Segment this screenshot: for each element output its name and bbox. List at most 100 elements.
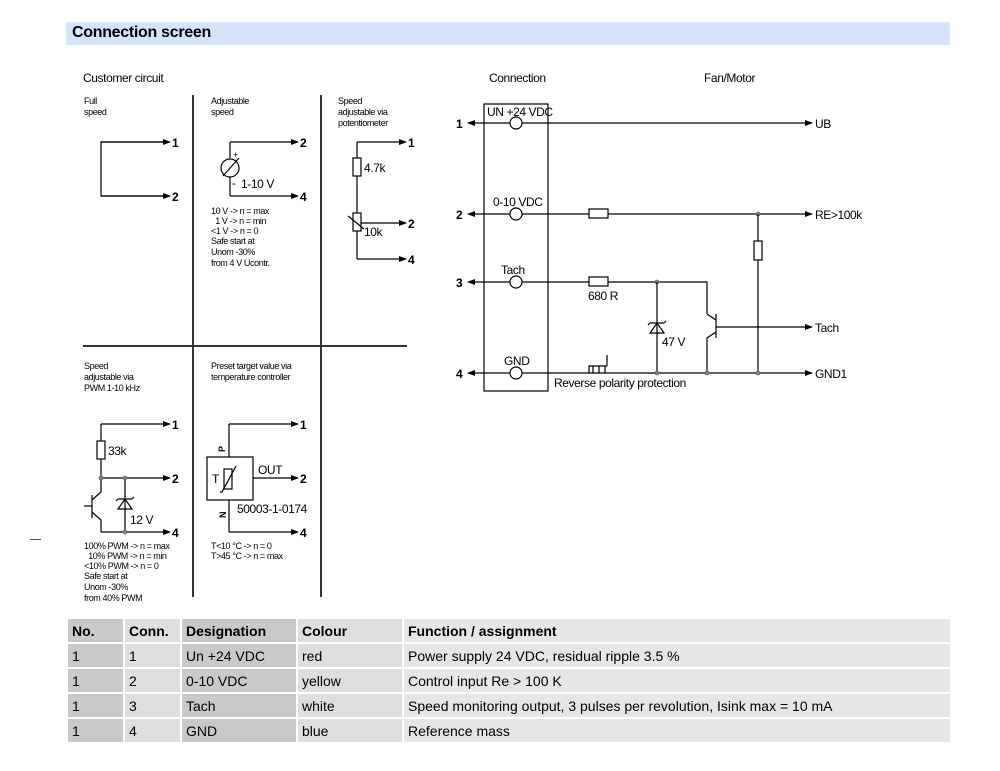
full-speed-title-2: speed (84, 107, 107, 117)
cell-conn: 4 (125, 719, 180, 742)
margin-marker (30, 539, 41, 540)
output-label: RE>100k (815, 208, 863, 222)
part-number: 50003-1-0174 (237, 502, 308, 516)
pin-label: 1 (172, 418, 179, 432)
potentiometer-title: Speed (338, 96, 362, 106)
page-title: Connection screen (72, 24, 211, 41)
resistor-icon (96, 440, 106, 460)
potentiometer-title-2: adjustable via (338, 107, 388, 117)
pin-label: 2 (408, 217, 415, 231)
temperature-controller-circuit: Preset target value via temperature cont… (206, 361, 308, 561)
t-label: T (212, 472, 220, 486)
note-line: from 4 V Ucontr. (211, 258, 270, 268)
note-line: 10% PWM -> n = min (84, 551, 167, 561)
temperature-title-2: temperature controller (211, 372, 291, 382)
pin-label: 1 (408, 136, 415, 150)
zener-diode-icon (115, 496, 135, 510)
cell-function: Speed monitoring output, 3 pulses per re… (404, 694, 950, 717)
out-label: OUT (258, 463, 283, 477)
minus-sign: - (232, 176, 236, 190)
protection-label: Reverse polarity protection (554, 376, 686, 390)
adjustable-speed-title-2: speed (211, 107, 234, 117)
header-designation: Designation (182, 619, 296, 642)
note-line: <1 V -> n = 0 (211, 226, 258, 236)
resistor-value: 680 R (588, 289, 619, 303)
pwm-circuit: Speed adjustable via PWM 1-10 kHz 33k 12… (84, 361, 179, 603)
potentiometer-icon (352, 212, 362, 232)
pin-assignment-table: No. Conn. Designation Colour Function / … (66, 617, 952, 744)
note-line: Unom -30% (211, 247, 255, 257)
connection-heading: Connection (489, 71, 546, 85)
cell-function: Power supply 24 VDC, residual ripple 3.5… (404, 644, 950, 667)
terminal-1: 1 UN +24 VDC UB (456, 105, 832, 131)
resistor-icon (588, 276, 609, 287)
header-function: Function / assignment (404, 619, 950, 642)
full-speed-circuit: Full speed 1 2 (84, 96, 179, 204)
zener-value: 12 V (130, 513, 153, 527)
cell-function: Control input Re > 100 K (404, 669, 950, 692)
output-label: GND1 (815, 367, 847, 381)
p-label: P (217, 446, 227, 452)
table-row: 1 4 GND blue Reference mass (68, 719, 950, 742)
header-colour: Colour (298, 619, 402, 642)
pin-label: 4 (300, 526, 307, 540)
source-label: 1-10 V (241, 177, 274, 191)
note-line: T>45 °C -> n = max (211, 551, 284, 561)
note-line: from 40% PWM (84, 593, 142, 603)
cell-designation: Un +24 VDC (182, 644, 296, 667)
connector-block (483, 103, 549, 392)
resistor-icon (753, 240, 763, 261)
note-line: Unom -30% (84, 582, 128, 592)
zener-value: 47 V (662, 335, 685, 349)
thermistor-icon (223, 468, 233, 490)
output-label: Tach (815, 321, 839, 335)
cell-conn: 1 (125, 644, 180, 667)
pin-label: 2 (300, 472, 307, 486)
pin-label: 2 (172, 190, 179, 204)
fan-motor-heading: Fan/Motor (704, 71, 755, 85)
pin-label: 4 (172, 526, 179, 540)
cell-no: 1 (68, 694, 123, 717)
pin-label: 1 (172, 136, 179, 150)
note-line: Safe start at (211, 236, 255, 246)
table-row: 1 2 0-10 VDC yellow Control input Re > 1… (68, 669, 950, 692)
pin-label: 1 (300, 418, 307, 432)
resistor-value: 33k (108, 444, 128, 458)
cell-designation: GND (182, 719, 296, 742)
pin-label: 2 (172, 472, 179, 486)
mosfet-protection-icon (588, 355, 608, 373)
cell-colour: red (298, 644, 402, 667)
adjustable-speed-circuit: Adjustable speed + - 1-10 V 2 4 10 V -> … (211, 96, 307, 268)
full-speed-title: Full (84, 96, 97, 106)
zener-diode-icon (647, 320, 667, 334)
cell-colour: white (298, 694, 402, 717)
potentiometer-value: 10k (364, 225, 384, 239)
cell-designation: Tach (182, 694, 296, 717)
resistor-value: 4.7k (364, 161, 386, 175)
table-row: 1 1 Un +24 VDC red Power supply 24 VDC, … (68, 644, 950, 667)
cell-conn: 2 (125, 669, 180, 692)
header-conn: Conn. (125, 619, 180, 642)
terminal-4: 4 GND Reverse polarity protection GND1 (456, 354, 848, 390)
pin-label: 1 (456, 117, 463, 131)
cell-no: 1 (68, 719, 123, 742)
pin-label: 2 (300, 136, 307, 150)
customer-circuit-heading: Customer circuit (83, 71, 164, 85)
pin-label: 3 (456, 276, 463, 290)
cell-colour: blue (298, 719, 402, 742)
cell-no: 1 (68, 669, 123, 692)
pin-label: 4 (408, 253, 415, 267)
resistor-icon (352, 157, 362, 177)
terminal-label: UN +24 VDC (487, 105, 553, 119)
cell-conn: 3 (125, 694, 180, 717)
section-title-bar: Connection screen (66, 22, 950, 45)
terminal-label: GND (504, 354, 530, 368)
terminal-icon (509, 275, 523, 289)
plus-sign: + (233, 150, 238, 160)
table-row: 1 3 Tach white Speed monitoring output, … (68, 694, 950, 717)
terminal-label: 0-10 VDC (493, 195, 543, 209)
terminal-label: Tach (501, 263, 525, 277)
note-line: Safe start at (84, 571, 128, 581)
pwm-title: Speed (84, 361, 108, 371)
cell-function: Reference mass (404, 719, 950, 742)
